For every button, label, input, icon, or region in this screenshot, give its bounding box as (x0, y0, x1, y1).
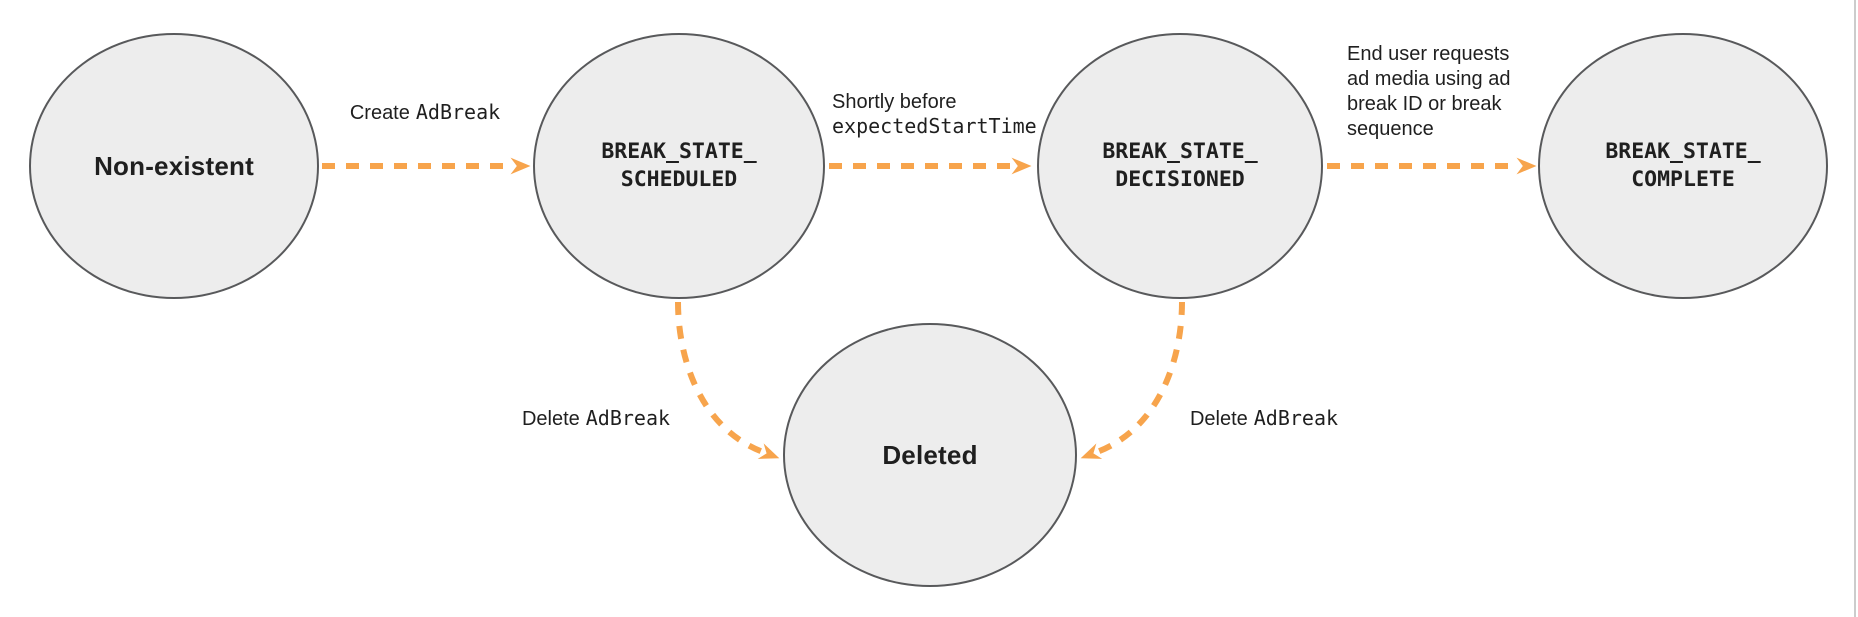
edge-label-end-user-requests: End user requests ad media using ad brea… (1347, 43, 1511, 140)
state-label: BREAK_STATE_COMPLETE (1605, 139, 1761, 192)
edge-label-shortly-before-expectedstarttime: Shortly before expectedStartTime (832, 91, 1037, 138)
state-node-break-state-decisioned: BREAK_STATE_DECISIONED (1037, 33, 1323, 299)
state-label: BREAK_STATE_DECISIONED (1102, 139, 1258, 192)
arrow-delete-from-scheduled (675, 301, 780, 459)
state-label: Non-existent (94, 150, 254, 181)
state-label: Deleted (882, 439, 978, 470)
page-edge-divider (1854, 0, 1856, 617)
state-node-deleted: Deleted (783, 323, 1077, 587)
state-node-break-state-complete: BREAK_STATE_COMPLETE (1538, 33, 1828, 299)
state-label: BREAK_STATE_SCHEDULED (601, 139, 757, 192)
state-node-break-state-scheduled: BREAK_STATE_SCHEDULED (533, 33, 825, 299)
state-node-non-existent: Non-existent (29, 33, 319, 299)
arrow-delete-from-decisioned (1080, 301, 1185, 459)
